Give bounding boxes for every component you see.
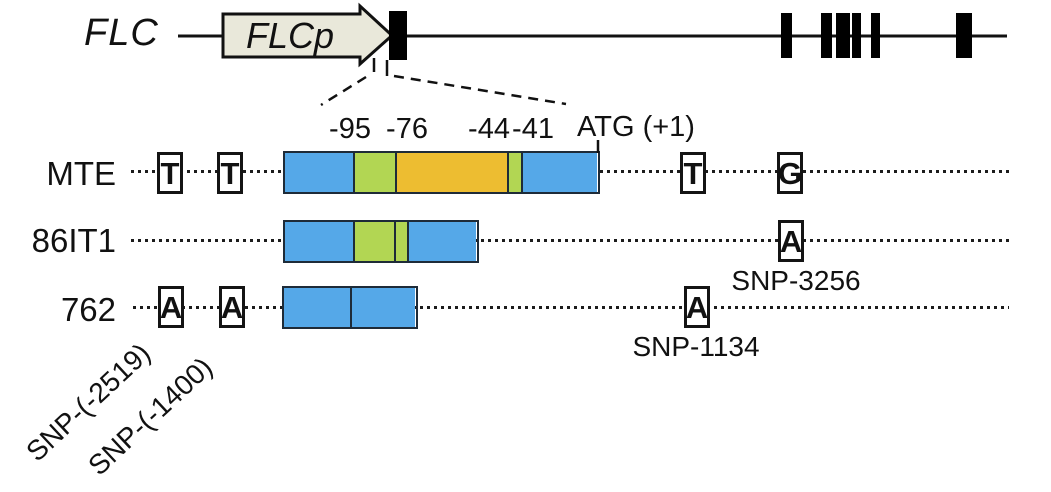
mte-seg-green-2 [507, 153, 521, 192]
promoter-arrow-label: FLCp [245, 15, 335, 56]
mte-seg-blue-2 [521, 153, 597, 192]
mte-seg-green-1 [353, 153, 395, 192]
mte-seg-orange [395, 153, 507, 192]
gene-name-label: FLC [84, 12, 159, 54]
r762-promoter-bar [282, 286, 418, 329]
it1-seg-green-1 [353, 222, 394, 261]
mte-allele-box-3: T [680, 152, 706, 194]
pos-label-minus44: -44 [468, 113, 510, 145]
mte-allele-1: T [160, 155, 180, 191]
callout-dashed-left [320, 75, 367, 107]
exon-4 [836, 13, 850, 58]
exon-3 [821, 13, 832, 58]
mte-allele-2: T [220, 155, 240, 191]
it1-seg-blue-1 [285, 222, 353, 261]
r762-allele-box-1: A [158, 286, 184, 328]
r762-allele-box-3: A [684, 286, 710, 328]
mte-promoter-bar [283, 151, 600, 194]
mte-allele-box-1: T [157, 152, 183, 194]
row-label-86it1: 86IT1 [31, 222, 116, 259]
r762-allele-box-2: A [219, 286, 245, 328]
r762-seg-blue-2 [350, 288, 415, 327]
mte-seg-blue-1 [285, 153, 353, 192]
it1-dotted-line [131, 239, 1009, 242]
mte-allele-4: G [777, 155, 803, 191]
exon-5 [852, 13, 861, 58]
r762-allele-2: A [220, 289, 244, 325]
pos-label-minus76: -76 [386, 113, 428, 145]
r762-dotted-line [133, 306, 1009, 309]
atg-label: ATG (+1) [577, 111, 695, 143]
row-label-762: 762 [60, 291, 116, 328]
mte-allele-box-4: G [777, 152, 803, 194]
pos-label-minus95: -95 [329, 113, 371, 145]
it1-seg-blue-2 [407, 222, 476, 261]
callout-dashed-right [393, 74, 567, 106]
exon-6 [871, 13, 880, 58]
it1-allele-1: A [779, 223, 803, 259]
r762-allele-1: A [159, 289, 183, 325]
snp-3256-label: SNP-3256 [731, 265, 861, 296]
r762-allele-3: A [685, 289, 709, 325]
pos-label-minus41: -41 [512, 113, 554, 145]
r762-seg-blue-1 [284, 288, 350, 327]
mte-allele-box-2: T [217, 152, 243, 194]
mte-allele-3: T [683, 155, 703, 191]
row-label-mte: MTE [46, 155, 116, 192]
it1-promoter-bar [283, 220, 479, 263]
it1-seg-green-2 [394, 222, 407, 261]
it1-allele-box-1: A [778, 220, 804, 262]
exon-1 [389, 11, 407, 60]
exon-7 [956, 13, 972, 58]
snp-1134-label: SNP-1134 [632, 331, 760, 362]
exon-2 [781, 13, 792, 58]
